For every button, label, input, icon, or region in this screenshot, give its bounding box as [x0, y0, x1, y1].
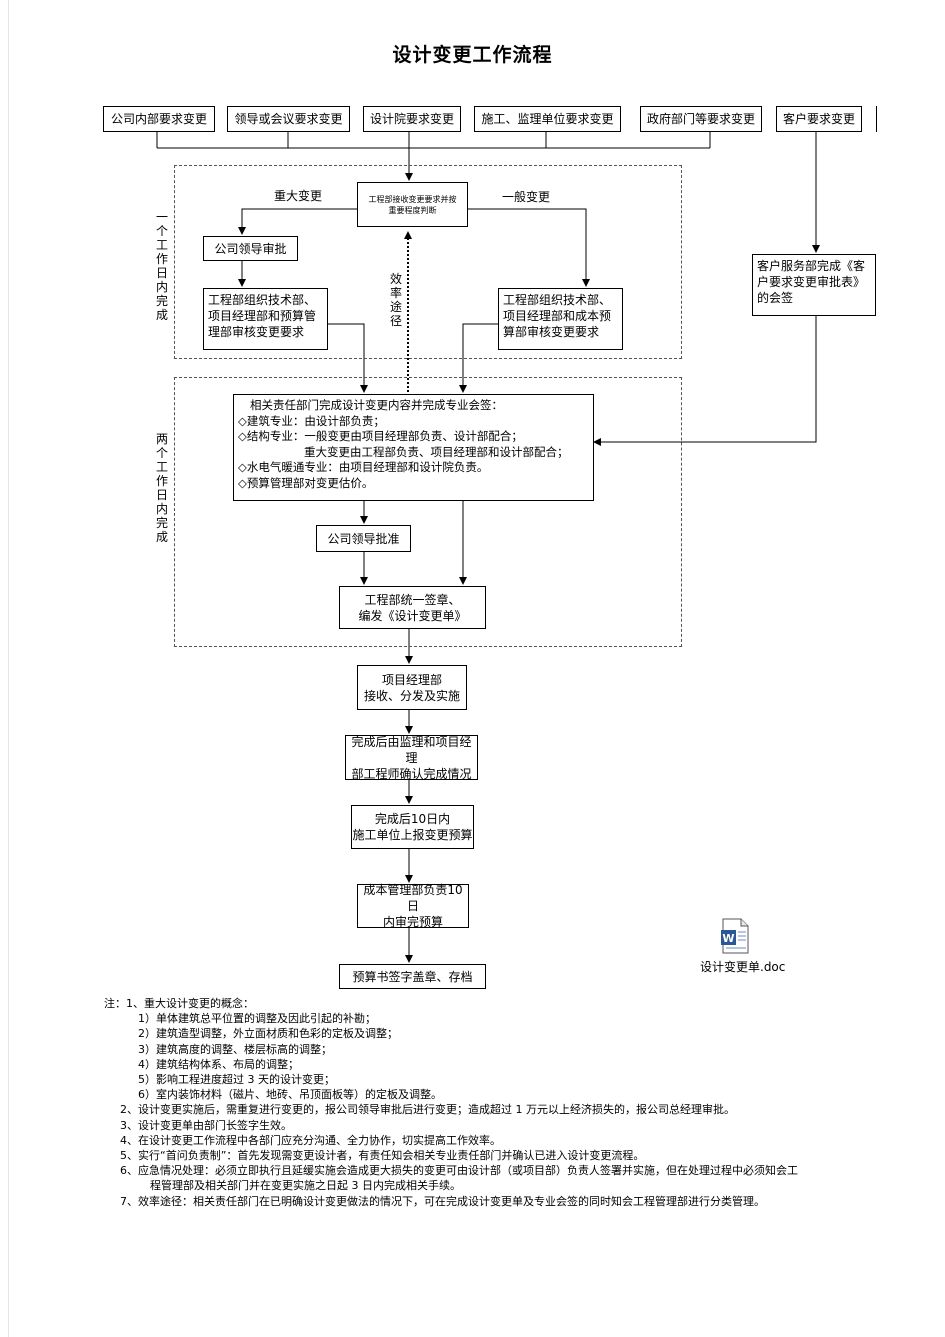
- signoff-box: 相关责任部门完成设计变更内容并完成专业会签： ◇建筑专业：由设计部负责； ◇结构…: [233, 394, 594, 501]
- efficiency-path-label: 效率途径: [389, 272, 402, 328]
- cost-audit-box: 成本管理部负责10日 内审完预算: [357, 883, 469, 929]
- zone-two-days-label: 两个工作日内完成: [155, 432, 168, 544]
- source-construction: 施工、监理单位要求变更: [474, 106, 621, 132]
- general-review-box: 工程部组织技术部、项目经理部和成本预算部审核变更要求: [498, 288, 623, 350]
- signoff-line: ◇预算管理部对变更估价。: [238, 475, 374, 490]
- signoff-line: ◇结构专业：一般变更由项目经理部负责、设计部配合；: [238, 429, 523, 443]
- cost-audit-line1: 成本管理部负责10日: [363, 883, 463, 913]
- unified-seal-line2: 编发《设计变更单》: [358, 608, 467, 623]
- note-line: 5、实行“首问负责制”：首先发现需变更设计者，有责任知会相关专业责任部门并确认已…: [120, 1149, 645, 1163]
- supervision-confirm-box: 完成后由监理和项目经理 部工程师确认完成情况: [345, 734, 478, 781]
- major-review-box: 工程部组织技术部、项目经理部和预算管理部审核变更要求: [203, 288, 328, 350]
- notes-section: 注：1、重大设计变更的概念： 1）单体建筑总平位置的调整及因此引起的补勘； 2）…: [104, 996, 884, 1209]
- pm-receive-line2: 接收、分发及实施: [363, 688, 460, 703]
- major-change-label: 重大变更: [274, 189, 323, 203]
- signoff-line: ◇建筑专业：由设计部负责；: [238, 413, 385, 428]
- note-line: 6）室内装饰材料（磁片、地砖、吊顶面板等）的定板及调整。: [138, 1088, 442, 1102]
- pm-receive-box: 项目经理部 接收、分发及实施: [357, 665, 467, 710]
- note-line: 2）建筑造型调整，外立面材质和色彩的定板及调整；: [138, 1027, 398, 1041]
- source-design-institute: 设计院要求变更: [363, 106, 461, 132]
- unified-seal-line1: 工程部统一签章、: [364, 592, 461, 607]
- customer-service-box: 客户服务部完成《客户要求变更审批表》的会签: [752, 254, 876, 316]
- budget-report-line2: 施工单位上报变更预算: [352, 828, 473, 842]
- note-line: 注：1、重大设计变更的概念：: [104, 997, 254, 1010]
- note-line: 5）影响工程进度超过 3 天的设计变更；: [138, 1073, 335, 1087]
- supervision-confirm-line2: 部工程师确认完成情况: [351, 766, 472, 781]
- source-internal: 公司内部要求变更: [103, 106, 215, 132]
- archive-box: 预算书签字盖章、存档: [339, 964, 486, 989]
- svg-text:W: W: [722, 932, 734, 945]
- page-edge-line: [8, 0, 9, 1337]
- budget-report-box: 完成后10日内 施工单位上报变更预算: [351, 805, 474, 849]
- zone-one-day: [174, 165, 682, 359]
- note-line: 7、效率途径：相关责任部门在已明确设计变更做法的情况下，可在完成设计变更单及专业…: [120, 1194, 765, 1208]
- zone-two-days: [174, 377, 682, 647]
- general-change-label: 一般变更: [502, 190, 551, 204]
- unified-seal-box: 工程部统一签章、 编发《设计变更单》: [339, 586, 486, 629]
- note-line: 1）单体建筑总平位置的调整及因此引起的补勘；: [138, 1012, 376, 1026]
- note-line: 4、在设计变更工作流程中各部门应充分沟通、全力协作，切实提高工作效率。: [120, 1133, 501, 1147]
- signoff-heading: 相关责任部门完成设计变更内容并完成专业会签：: [250, 398, 503, 412]
- supervision-confirm-line1: 完成后由监理和项目经理: [351, 734, 472, 765]
- budget-report-line1: 完成后10日内: [374, 812, 451, 826]
- note-line: 6、应急情况处理：必须立即执行且延缓实施会造成更大损失的变更可由设计部（或项目部…: [120, 1164, 798, 1178]
- note-line: 4）建筑结构体系、布局的调整；: [138, 1057, 299, 1071]
- note-line: 2、设计变更实施后，需重复进行变更的，报公司领导审批后进行变更；造成超过 1 万…: [120, 1103, 735, 1117]
- zone-one-day-label: 一个工作日内完成: [155, 210, 168, 322]
- word-document-icon[interactable]: W: [720, 918, 750, 954]
- cost-audit-line2: 内审完预算: [382, 915, 443, 929]
- pm-receive-line1: 项目经理部: [381, 672, 442, 687]
- page-title: 设计变更工作流程: [392, 44, 553, 66]
- source-customer: 客户要求变更: [776, 106, 862, 132]
- company-ratify-box: 公司领导批准: [316, 525, 411, 552]
- source-leadership: 领导或会议要求变更: [227, 106, 350, 132]
- right-edge-mark: [876, 106, 877, 132]
- note-line: 程管理部及相关部门并在变更实施之日起 3 日内完成相关手续。: [150, 1179, 461, 1193]
- engineering-judge-box: 工程部接收变更要求并按重要程度判断: [357, 182, 468, 227]
- note-line: 3）建筑高度的调整、楼层标高的调整；: [138, 1042, 332, 1056]
- attachment-filename[interactable]: 设计变更单.doc: [700, 960, 786, 974]
- signoff-line: ◇水电气暖通专业：由项目经理部和设计院负责。: [238, 460, 489, 474]
- company-approval-box: 公司领导审批: [203, 236, 298, 261]
- signoff-line: 重大变更由工程部负责、项目经理部和设计部配合；: [304, 444, 569, 459]
- note-line: 3、设计变更单由部门长签字生效。: [120, 1118, 292, 1132]
- source-government: 政府部门等要求变更: [640, 106, 762, 132]
